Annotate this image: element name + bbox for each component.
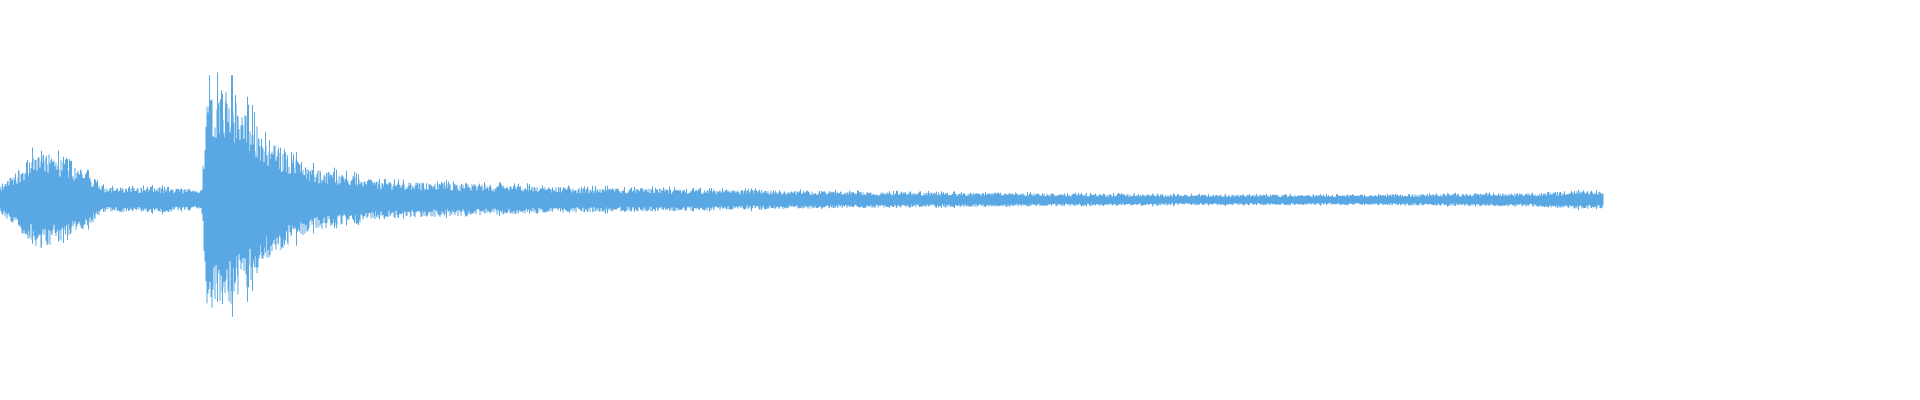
waveform-trace [0, 72, 1604, 317]
waveform-samples [0, 72, 1604, 317]
